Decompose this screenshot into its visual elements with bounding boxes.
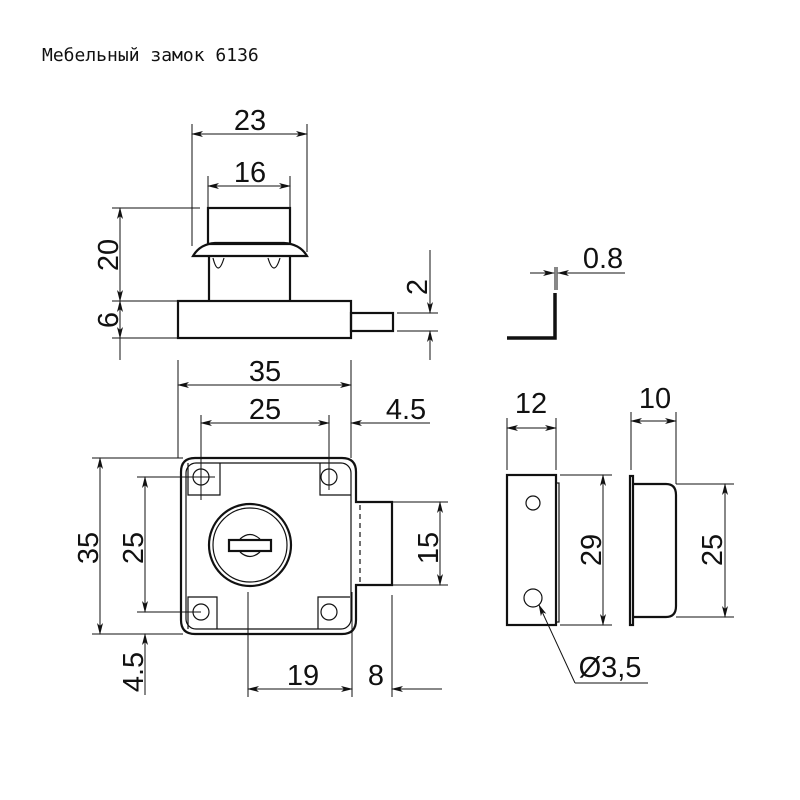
dim-25-height: 25 <box>118 532 150 564</box>
dim-hole-diameter: Ø3,5 <box>579 652 642 684</box>
strike-profile: 0.8 <box>507 243 625 340</box>
plate-lip <box>555 482 560 623</box>
dim-6: 6 <box>93 312 125 328</box>
lock-body-side <box>176 299 353 340</box>
dim-25-box: 25 <box>697 534 729 566</box>
key-plug <box>239 533 261 558</box>
dim-15: 15 <box>413 532 445 564</box>
lock-body-front <box>179 456 394 636</box>
plate-hole <box>525 495 541 511</box>
bolt-side <box>349 311 395 333</box>
cylinder-inner <box>212 507 288 583</box>
top-view: 23 16 20 6 2 <box>93 105 438 360</box>
corner-pads <box>187 463 351 629</box>
plate-face <box>505 473 558 627</box>
knob-top <box>206 206 292 246</box>
drawing-title: Мебельный замок 6136 <box>42 45 259 66</box>
box-flange <box>628 474 635 627</box>
mount-hole <box>320 603 338 621</box>
keyhole-icon <box>227 538 273 553</box>
angle-profile <box>507 293 557 340</box>
front-view: 35 25 4.5 35 25 4.5 15 19 8 <box>73 356 448 697</box>
dim-16: 16 <box>234 157 266 189</box>
dim-25-width: 25 <box>249 394 281 426</box>
flange <box>191 241 309 258</box>
plate-hole <box>523 588 543 608</box>
dim-20: 20 <box>93 239 125 271</box>
dim-2: 2 <box>402 279 434 295</box>
dim-12: 12 <box>515 388 547 420</box>
body-inner-edge <box>185 462 352 630</box>
box-body <box>634 482 678 619</box>
dim-10: 10 <box>639 383 671 415</box>
dim-8: 8 <box>368 660 384 692</box>
neck <box>207 256 292 301</box>
dim-29: 29 <box>576 534 608 566</box>
dim-35-height: 35 <box>73 532 105 564</box>
cylinder-outer <box>207 502 293 588</box>
dim-23: 23 <box>234 105 266 137</box>
dim-0-8: 0.8 <box>583 243 623 275</box>
strike-plate: 12 29 Ø3,5 <box>505 388 648 684</box>
neck-notches <box>212 257 281 269</box>
dim-4-5-height: 4.5 <box>118 652 150 692</box>
dim-19: 19 <box>287 660 319 692</box>
strike-box: 10 25 <box>628 383 734 627</box>
dim-35-width: 35 <box>249 356 281 388</box>
dim-4-5-bolt: 4.5 <box>386 394 426 426</box>
